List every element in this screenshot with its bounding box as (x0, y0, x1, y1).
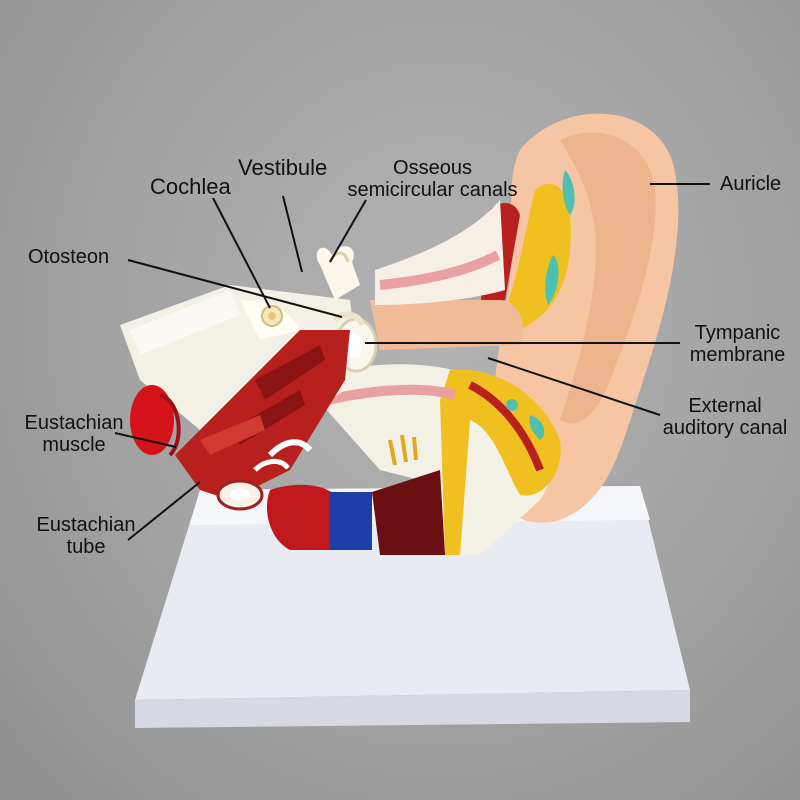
semicircular-canals-shape (316, 246, 360, 300)
label-external-line2: auditory canal (662, 417, 788, 439)
leader-line-osseous (329, 199, 367, 263)
eustachian-region (130, 330, 350, 511)
leader-line-eust-muscle (114, 432, 177, 448)
label-osseous-semicircular-canals: Osseous semicircular canals (335, 157, 530, 201)
label-eust-tube-line2: tube (66, 536, 106, 558)
label-external-line1: External (688, 395, 762, 417)
label-osseous-line1: Osseous (393, 157, 472, 179)
label-auricle: Auricle (720, 173, 782, 195)
label-eust-muscle-line1: Eustachian (24, 412, 124, 434)
label-external-auditory-canal: External auditory canal (651, 395, 799, 439)
label-cochlea: Cochlea (150, 174, 231, 199)
label-tympanic-line1: Tympanic (694, 322, 781, 344)
leader-lines (114, 183, 710, 541)
label-eustachian-muscle: Eustachian muscle (14, 412, 134, 456)
leader-line-cochlea (212, 197, 271, 309)
label-eust-muscle-line2: muscle (42, 434, 106, 456)
leader-line-eust-tube (127, 481, 201, 541)
label-tympanic-membrane: Tympanic membrane (680, 322, 795, 366)
label-tympanic-line2: membrane (689, 344, 786, 366)
ossicle-accents (388, 434, 418, 466)
leader-line-external (487, 357, 661, 416)
label-osseous-line2: semicircular canals (347, 179, 518, 201)
cochlea-shape (261, 305, 283, 327)
external-auditory-canal-shape (370, 200, 524, 350)
label-eustachian-tube: Eustachian tube (26, 514, 146, 558)
leader-line-otosteon (127, 259, 343, 318)
label-otosteon: Otosteon (28, 246, 110, 268)
label-eust-tube-line1: Eustachian (36, 514, 136, 536)
vessels (266, 470, 445, 555)
leader-line-vestibule (282, 195, 303, 273)
label-vestibule: Vestibule (238, 155, 328, 180)
